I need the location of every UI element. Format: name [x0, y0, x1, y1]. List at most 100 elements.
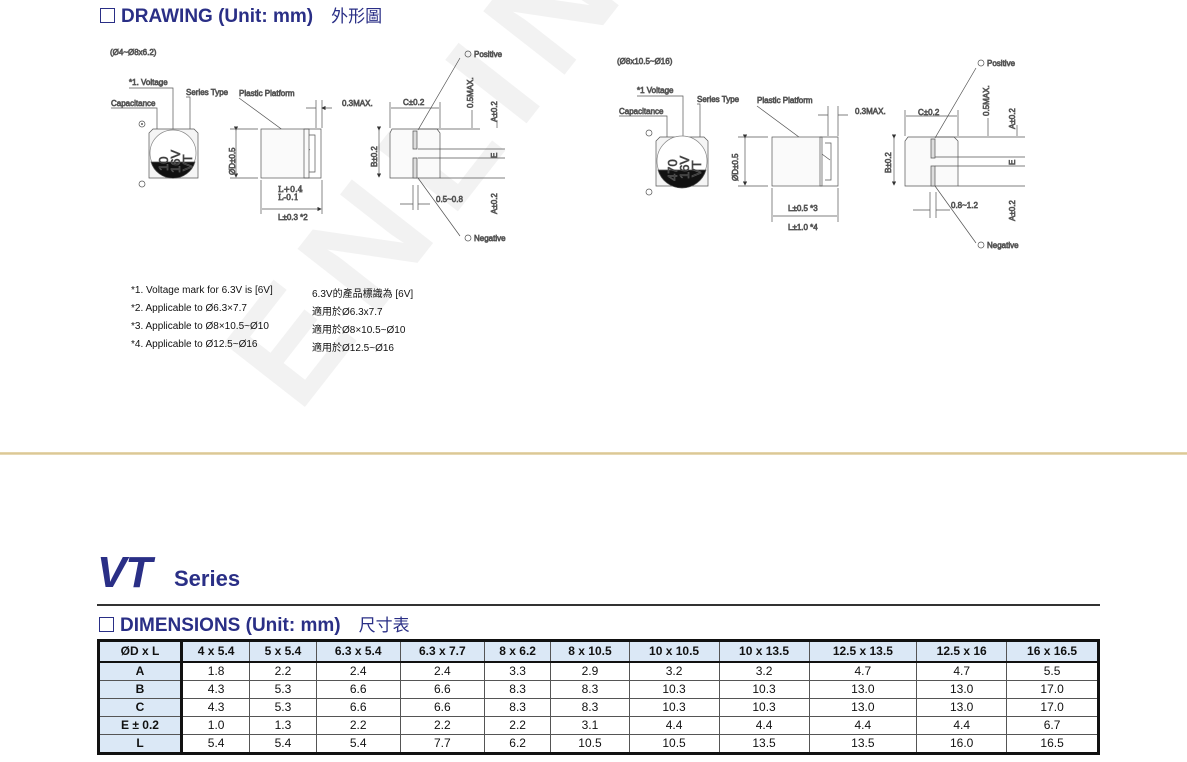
table-cell: 2.2: [249, 661, 317, 681]
column-header: 8 x 6.2: [483, 640, 552, 663]
svg-text:L-0.1: L-0.1: [278, 193, 299, 202]
negative-label: Negative: [987, 241, 1019, 250]
table-cell: 10.3: [718, 680, 810, 699]
platform-label: Plastic Platform: [757, 96, 813, 105]
voltage-label: *1 Voltage: [637, 86, 674, 95]
table-cell: 13.0: [916, 698, 1008, 717]
positive-mark-icon: [645, 129, 653, 137]
svg-text:B±0.2: B±0.2: [370, 146, 379, 167]
dimensions-title-text: DIMENSIONS (Unit: mm): [120, 615, 341, 636]
positive-label: Positive: [987, 59, 1016, 68]
row-header: A: [98, 661, 183, 681]
table-cell: 13.5: [718, 734, 810, 754]
dimensions-title-cjk: 尺寸表: [358, 616, 410, 636]
table-cell: 6.2: [483, 734, 552, 754]
table-cell: 1.8: [180, 661, 251, 681]
table-cell: 5.3: [249, 680, 317, 699]
table-cell: 3.1: [550, 716, 630, 735]
table-cell: 8.3: [483, 698, 552, 717]
footnote-2-cn: 適用於Ø6.3x7.7: [312, 307, 383, 318]
table-cell: 16.0: [916, 734, 1008, 754]
row-header: B: [98, 680, 183, 699]
table-cell: 6.6: [399, 680, 485, 699]
svg-text:A±0.2: A±0.2: [490, 101, 499, 122]
table-cell: 4.4: [916, 716, 1008, 735]
column-header: 4 x 5.4: [180, 640, 251, 663]
row-header: C: [98, 698, 183, 717]
svg-text:0.5MAX.: 0.5MAX.: [466, 77, 475, 108]
table-cell: 13.5: [808, 734, 918, 754]
voltage-label: *1. Voltage: [129, 78, 168, 87]
svg-text:E: E: [1008, 160, 1017, 165]
range-label: (Ø8x10.5~Ø16): [617, 57, 673, 66]
drawing-large: (Ø8x10.5~Ø16) *1 Voltage Capacitance Ser…: [617, 57, 1025, 250]
svg-text:0.8~1.2: 0.8~1.2: [951, 201, 978, 210]
table-cell: 8.3: [550, 680, 630, 699]
positive-mark-icon: [138, 120, 146, 128]
table-cell: 4.4: [718, 716, 810, 735]
section-divider: [0, 452, 1187, 455]
table-cell: 2.4: [399, 661, 485, 681]
drawing-small: (Ø4~Ø8x6.2) *1. Voltage Capacitance Seri…: [110, 48, 507, 244]
svg-text:L±0.5 *3: L±0.5 *3: [788, 204, 818, 213]
column-header: 6.3 x 7.7: [399, 640, 485, 663]
svg-text:VT: VT: [689, 160, 704, 177]
footnote-1-en: *1. Voltage mark for 6.3V is [6V]: [131, 285, 273, 296]
table-cell: 5.4: [249, 734, 317, 754]
table-cell: 13.0: [808, 698, 918, 717]
row-header: L: [98, 734, 183, 754]
row-header: E ± 0.2: [98, 716, 183, 735]
svg-text:C±0.2: C±0.2: [403, 98, 425, 107]
footnote-3-en: *3. Applicable to Ø8×10.5~Ø10: [131, 321, 269, 332]
svg-text:0.3MAX.: 0.3MAX.: [342, 99, 373, 108]
table-cell: 1.3: [249, 716, 317, 735]
negative-mark-icon: [645, 188, 653, 196]
svg-text:B±0.2: B±0.2: [884, 152, 893, 173]
svg-text:10: 10: [156, 157, 171, 171]
series-type-label: Series Type: [186, 88, 229, 97]
capacitance-label: Capacitance: [619, 107, 664, 116]
table-cell: 17.0: [1006, 698, 1099, 717]
drawing-title-cjk: 外形圖: [331, 7, 383, 27]
positive-label: Positive: [474, 50, 503, 59]
table-cell: 5.5: [1006, 661, 1099, 681]
series-name: VT: [97, 548, 152, 597]
svg-text:A±0.2: A±0.2: [1008, 200, 1017, 221]
svg-text:0.5MAX.: 0.5MAX.: [982, 85, 991, 116]
table-cell: 5.4: [315, 734, 401, 754]
table-cell: 6.6: [315, 698, 401, 717]
footnote-4-cn: 適用於Ø12.5~Ø16: [312, 343, 394, 354]
svg-text:VT: VT: [180, 154, 195, 171]
negative-mark-icon: [138, 180, 146, 188]
table-cell: 2.2: [399, 716, 485, 735]
column-header: 8 x 10.5: [550, 640, 630, 663]
table-cell: 10.3: [628, 698, 720, 717]
dimensions-title: DIMENSIONS (Unit: mm) 尺寸表: [99, 611, 410, 637]
table-cell: 4.4: [808, 716, 918, 735]
svg-text:E: E: [490, 153, 499, 158]
table-cell: 4.4: [628, 716, 720, 735]
table-cell: 3.3: [483, 661, 552, 681]
table-cell: 10.3: [718, 698, 810, 717]
table-cell: 8.3: [550, 698, 630, 717]
svg-text:16V: 16V: [168, 150, 183, 173]
table-cell: 13.0: [916, 680, 1008, 699]
negative-label: Negative: [474, 234, 506, 243]
column-header: 5 x 5.4: [249, 640, 317, 663]
series-type-label: Series Type: [697, 95, 740, 104]
table-cell: 3.2: [718, 661, 810, 681]
table-cell: 4.7: [808, 661, 918, 681]
table-cell: 5.4: [180, 734, 251, 754]
table-cell: 10.5: [550, 734, 630, 754]
svg-text:L+0.4: L+0.4: [278, 185, 303, 194]
svg-text:L±1.0 *4: L±1.0 *4: [788, 223, 818, 232]
svg-text:16V: 16V: [677, 156, 692, 179]
footnote-4-en: *4. Applicable to Ø12.5~Ø16: [131, 339, 258, 350]
drawing-title-text: DRAWING (Unit: mm): [121, 6, 314, 27]
footnote-1-cn: 6.3V的產品標識為 [6V]: [312, 289, 414, 300]
footnote-3-cn: 適用於Ø8×10.5~Ø10: [312, 325, 406, 336]
